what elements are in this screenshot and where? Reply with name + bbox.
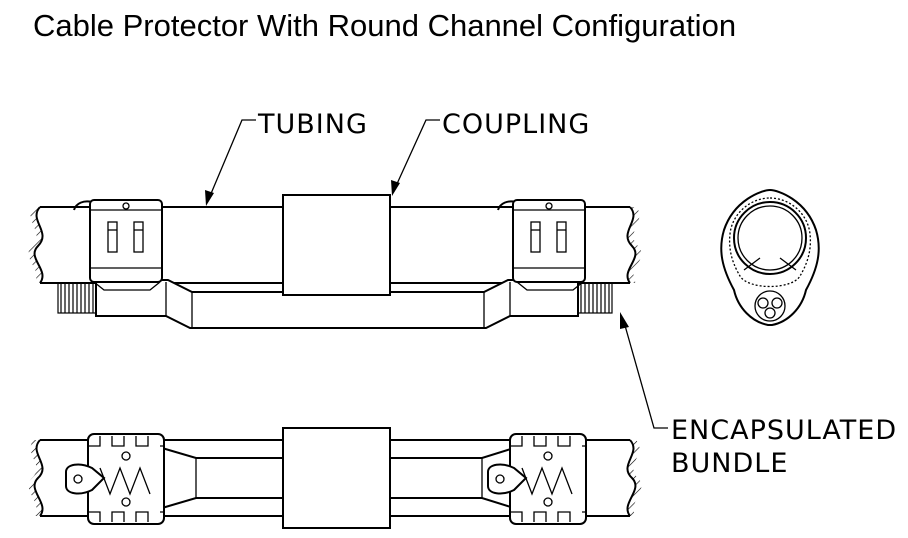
callout-coupling: COUPLING xyxy=(391,109,590,196)
callout-tubing: TUBING xyxy=(205,109,368,206)
diagram-title: Cable Protector With Round Channel Confi… xyxy=(33,8,737,43)
end-view-cross-section xyxy=(720,188,820,326)
side-view-top xyxy=(28,194,642,329)
clamp-left-top xyxy=(73,199,163,291)
clamp-right-bottom xyxy=(487,433,587,525)
coupling-bottom xyxy=(282,427,391,529)
callout-encapsulated-bundle: ENCAPSULATED BUNDLE xyxy=(620,312,897,479)
coupling-top xyxy=(282,194,391,296)
label-encapsulated-line1: ENCAPSULATED xyxy=(671,415,897,446)
side-view-bottom xyxy=(28,427,642,529)
clamp-left-bottom xyxy=(65,433,165,525)
label-tubing: TUBING xyxy=(257,109,368,140)
label-coupling: COUPLING xyxy=(442,109,590,140)
label-encapsulated-line2: BUNDLE xyxy=(671,448,788,479)
encapsulated-bundle-left xyxy=(57,282,101,314)
clamp-right-top xyxy=(497,199,586,291)
